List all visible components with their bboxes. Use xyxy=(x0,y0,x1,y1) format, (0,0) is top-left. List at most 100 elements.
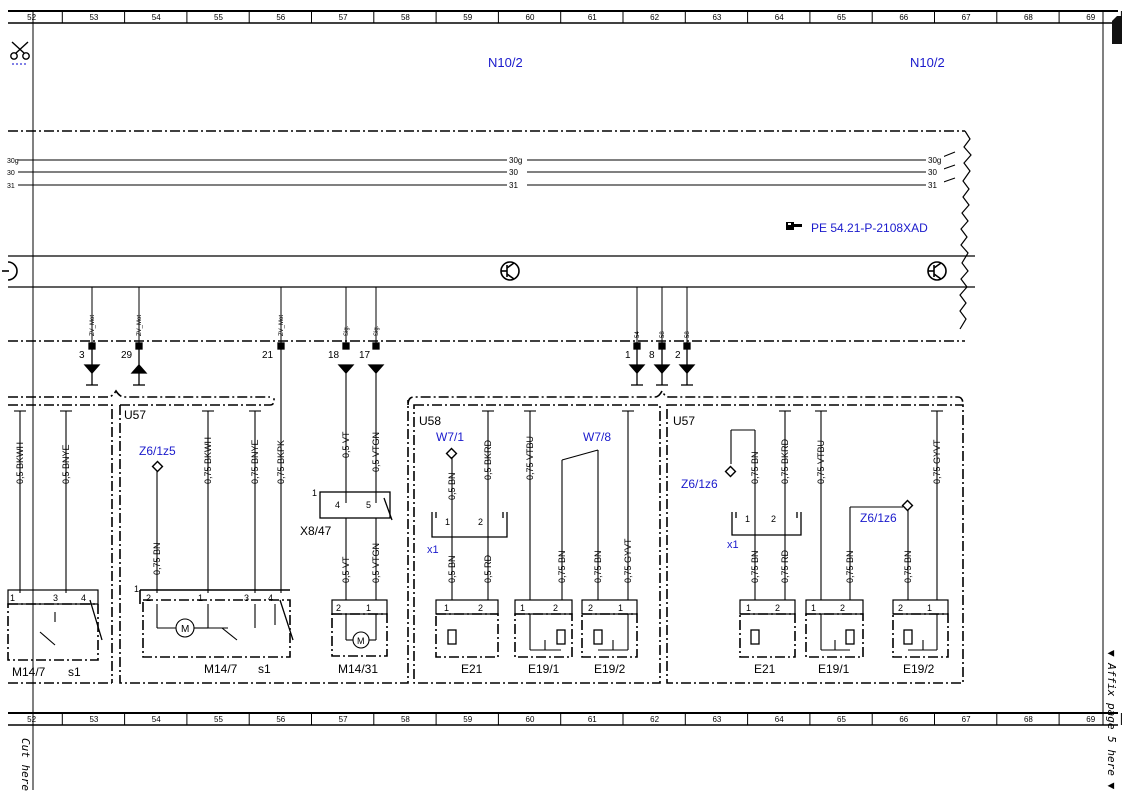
component-pin: 2 xyxy=(840,603,845,613)
component-label-m14-7: M14/7 xyxy=(204,662,238,676)
bus-label-30-right: 30 xyxy=(928,168,937,177)
sig-label: Sig. xyxy=(344,325,350,336)
bottom-column-number: 54 xyxy=(152,715,161,724)
ref-w7-1[interactable]: W7/1 xyxy=(436,430,464,444)
connector-icon xyxy=(678,342,696,386)
component-pin: 1 xyxy=(445,517,450,527)
sig-label: Sig. xyxy=(374,325,380,336)
ref-w7-8[interactable]: W7/8 xyxy=(583,430,611,444)
pin-2: 2 xyxy=(675,350,681,361)
wire-label: 0,5 RD xyxy=(483,554,493,583)
ref-x1[interactable]: x1 xyxy=(427,544,439,556)
section-label-u57-left: U57 xyxy=(124,408,146,422)
pin-8: 8 xyxy=(649,350,655,361)
bottom-column-number: 60 xyxy=(526,715,535,724)
component-label-e19-2: E19/2 xyxy=(594,662,626,676)
u57-left-circuit xyxy=(139,410,294,658)
left-partial-circuit xyxy=(7,410,103,661)
bottom-column-number: 68 xyxy=(1024,715,1033,724)
top-column-number: 68 xyxy=(1024,13,1033,22)
component-pin: 1 xyxy=(520,603,525,613)
component-label-e21: E21 xyxy=(754,662,776,676)
zv-mot-label: ZV_Mot xyxy=(279,315,285,336)
wire-label: 0,75 BN xyxy=(152,542,162,575)
component-pin: 1 xyxy=(745,514,750,524)
top-column-number: 60 xyxy=(526,13,535,22)
reference-link[interactable]: PE 54.21-P-2108XAD xyxy=(786,221,928,235)
component-label-e21: E21 xyxy=(461,662,483,676)
wire-label: 0,75 BN xyxy=(903,550,913,583)
ref-z6-1z6[interactable]: Z6/1z6 xyxy=(860,511,897,525)
pin-17: 17 xyxy=(359,350,371,361)
component-pin: 2 xyxy=(146,593,151,603)
ref-x1[interactable]: x1 xyxy=(727,539,739,551)
pin-18: 18 xyxy=(328,350,340,361)
wire-label: 0,5 BKRD xyxy=(483,439,493,480)
wire-label: 0,75 VTBU xyxy=(525,436,535,480)
reference-text[interactable]: PE 54.21-P-2108XAD xyxy=(811,221,928,235)
bus-label-30g-left: 30g xyxy=(7,158,19,165)
top-column-number: 64 xyxy=(775,13,784,22)
bottom-column-number: 55 xyxy=(214,715,223,724)
top-column-number: 58 xyxy=(401,13,410,22)
pointing-hand-icon xyxy=(786,222,802,230)
transistor-icon-left xyxy=(2,261,18,281)
wire-label: 0,5 BNYE xyxy=(61,444,71,484)
connector-icon xyxy=(83,342,101,386)
connector-icon xyxy=(653,342,671,386)
affix-page-label: ▼ Affix page 5 here ▼ xyxy=(1105,650,1118,789)
bottom-column-number: 63 xyxy=(712,715,721,724)
wire-label: 0,5 VT xyxy=(341,431,351,458)
component-pin: 2 xyxy=(478,603,483,613)
component-pin: 1 xyxy=(366,603,371,613)
component-pin: 1 xyxy=(927,603,932,613)
ref-z6-1z5[interactable]: Z6/1z5 xyxy=(139,444,176,458)
connector-icon xyxy=(367,342,385,374)
component-pin: 1 xyxy=(618,603,623,613)
section-frames xyxy=(8,389,964,684)
wire-label: 0,5 VTGN xyxy=(371,543,381,583)
connector-icon xyxy=(628,342,646,386)
component-pin: 2 xyxy=(775,603,780,613)
component-pin: 1 xyxy=(134,584,139,594)
wire-label: 0,75 VTBU xyxy=(816,440,826,484)
wire-label: 0,75 BN xyxy=(750,451,760,484)
pin-29: 29 xyxy=(121,350,133,361)
top-column-number: 57 xyxy=(339,13,348,22)
motor-symbol: M xyxy=(357,636,365,646)
bottom-column-number: 59 xyxy=(463,715,472,724)
bottom-column-number: 66 xyxy=(899,715,908,724)
component-pin: 1 xyxy=(10,593,15,603)
header-n10-2-left: N10/2 xyxy=(488,55,523,70)
pin-54-label: 54 xyxy=(635,331,641,338)
wire-label: 0,5 BKWH xyxy=(15,442,25,484)
component-pin: 2 xyxy=(898,603,903,613)
n10-2-box xyxy=(8,130,975,342)
bus-label-31-right: 31 xyxy=(928,181,937,190)
top-column-number: 52 xyxy=(27,13,36,22)
component-pin: 2 xyxy=(553,603,558,613)
component-label-m14-31: M14/31 xyxy=(338,662,378,676)
top-column-number: 66 xyxy=(899,13,908,22)
bus-label-31-left: 31 xyxy=(7,183,15,190)
wire-label: 0,5 BN xyxy=(447,555,457,583)
wire-label: 0,5 VTGN xyxy=(371,432,381,472)
top-column-number: 54 xyxy=(152,13,161,22)
connector-icon xyxy=(337,342,355,374)
wire-label: 0,75 BKRD xyxy=(780,438,790,484)
component-pin: 1 xyxy=(444,603,449,613)
bottom-column-number: 58 xyxy=(401,715,410,724)
component-pin: 2 xyxy=(478,517,483,527)
u58-circuit xyxy=(431,410,638,658)
bus-labels: 30g 30 31 30g 30 31 30g 30 31 xyxy=(6,155,944,190)
top-column-number: 53 xyxy=(89,13,98,22)
bus-label-30g-right: 30g xyxy=(928,156,941,165)
wire-label: 0,75 GYVT xyxy=(623,538,633,583)
wire-label: 0,75 BKPK xyxy=(276,440,286,484)
u57-right-circuit xyxy=(724,410,949,658)
wire-label: 0,75 BN xyxy=(750,550,760,583)
component-pin: 3 xyxy=(244,593,249,603)
ref-z6-1z6[interactable]: Z6/1z6 xyxy=(681,477,718,491)
pin-numbers: 3 29 21 18 17 1 8 2 xyxy=(79,350,681,361)
transistor-icon-mid xyxy=(500,261,520,281)
